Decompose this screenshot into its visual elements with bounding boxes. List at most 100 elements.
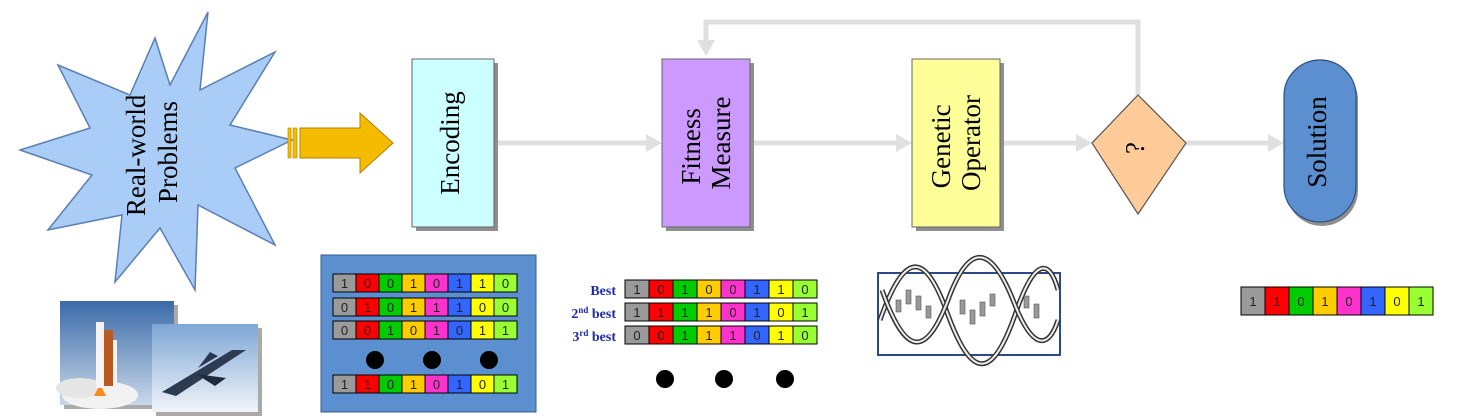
decision-label: ? [1120,142,1150,154]
gene-bit: 1 [753,305,760,320]
gene-bit: 0 [1345,294,1352,309]
arrow-encoding-to-fitness [497,134,662,152]
gene-cell [493,320,518,340]
gene-bit: 1 [433,300,440,315]
gene-cell [493,374,518,394]
starburst-shape [17,11,295,293]
rank-label-3rd: 3rd best [572,328,616,345]
gene-bit: 1 [657,305,664,320]
arrow-genetic-to-decision [1002,134,1092,152]
gene-bit: 0 [502,300,509,315]
fitness-label-line1: Fitness [676,108,706,185]
gene-bit: 1 [479,276,486,291]
solution-node: Solution [1283,59,1358,226]
gene-bit: 1 [1369,294,1376,309]
rank-label-best: Best [590,284,616,299]
gene-bit: 0 [801,282,808,297]
gene-bit: 0 [364,276,371,291]
genetic-label-line2: Operator [956,95,986,191]
gene-bit: 1 [777,328,784,343]
encoding-label: Encoding [435,91,465,194]
solution-label: Solution [1302,96,1332,188]
gene-cell [1264,286,1290,316]
gene-bit: 1 [341,276,348,291]
fitness-box: Fitness Measure [661,58,754,231]
gene-bit: 0 [1297,294,1304,309]
ellipsis-dot [480,351,498,369]
gene-bit: 0 [502,276,509,291]
gene-bit: 0 [433,377,440,392]
problem-label: Real-world Problems [121,88,183,216]
gene-cell [1312,286,1338,316]
gene-bit: 1 [502,377,509,392]
gene-bit: 1 [633,282,640,297]
gene-bit: 1 [410,276,417,291]
gene-bit: 0 [341,323,348,338]
gene-cell [792,279,818,299]
feedback-loop-arrow [697,19,1141,95]
problem-label-line1: Real-world [121,94,151,216]
gene-bit: 0 [729,282,736,297]
gene-cell [1288,286,1314,316]
ellipsis-dot [776,370,794,388]
fitness-label: Fitness Measure [676,97,736,190]
gene-cell [1240,286,1266,316]
gene-bit: 1 [633,305,640,320]
gene-bit: 1 [502,323,509,338]
gene-bit: 1 [801,305,808,320]
gene-bit: 1 [729,328,736,343]
gene-bit: 1 [1273,294,1280,309]
jet-photo [152,324,262,416]
gene-bit: 1 [456,377,463,392]
gene-cell [1384,286,1410,316]
gene-bit: 1 [1417,294,1424,309]
gene-bit: 1 [705,305,712,320]
gene-bit: 0 [657,282,664,297]
ellipsis-dot [656,370,674,388]
encoding-box: Encoding [411,58,498,231]
genetic-box: Genetic Operator [911,58,1004,231]
gene-bit: 0 [801,328,808,343]
gene-bit: 0 [387,300,394,315]
fitness-label-line2: Measure [706,97,736,190]
gene-bit: 0 [364,323,371,338]
gene-bit: 1 [681,282,688,297]
gene-cell [792,302,818,322]
gene-bit: 0 [410,323,417,338]
gene-bit: 0 [456,323,463,338]
gene-bit: 1 [681,328,688,343]
gene-bit: 0 [729,305,736,320]
gene-bit: 0 [479,377,486,392]
gene-bit: 1 [387,323,394,338]
gene-bit: 1 [479,323,486,338]
gene-bit: 1 [1321,294,1328,309]
gene-bit: 1 [1249,294,1256,309]
gene-cell [792,325,818,345]
dna-double-helix-icon [877,254,1061,366]
gene-bit: 1 [777,282,784,297]
genetic-label: Genetic Operator [926,95,986,191]
problem-starburst: Real-world Problems [17,11,295,293]
gene-bit: 0 [387,377,394,392]
chromosome-row: 1 1 1 1 0 1 0 1 [624,302,818,322]
genetic-label-line1: Genetic [926,104,956,188]
gene-bit: 1 [705,328,712,343]
gene-bit: 0 [777,305,784,320]
flow-arrows [497,19,1284,152]
ellipsis-dot [715,370,733,388]
gene-bit: 1 [456,300,463,315]
input-arrow [287,111,394,175]
gene-bit: 1 [364,377,371,392]
gene-bit: 0 [753,328,760,343]
gene-bit: 1 [681,305,688,320]
problem-label-line2: Problems [153,101,183,203]
